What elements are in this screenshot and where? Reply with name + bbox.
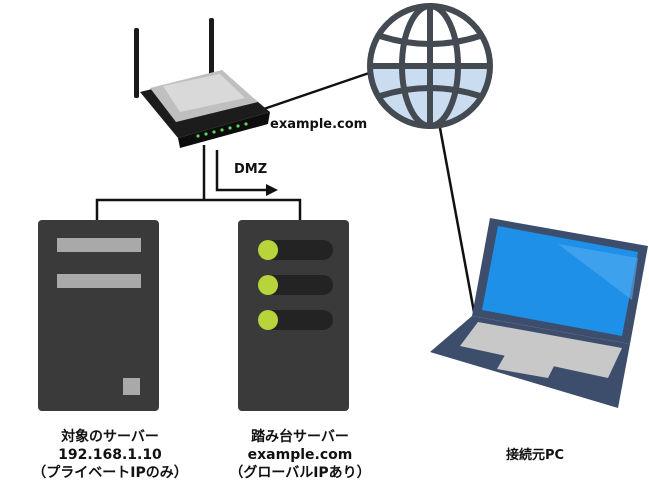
stepping-server-domain: example.com xyxy=(247,447,353,463)
connection-lines xyxy=(95,70,476,313)
wifi-router-icon xyxy=(134,18,270,148)
stepping-server-label: 踏み台サーバー example.com （グローバルIPあり） xyxy=(195,428,405,482)
target-server-note: （プライベートIPのみ） xyxy=(32,465,188,481)
target-server-ip: 192.168.1.10 xyxy=(58,447,162,463)
dmz-arrow-head xyxy=(266,184,278,196)
link-hub-servers xyxy=(95,198,302,222)
client-pc-label: 接続元PC xyxy=(505,448,565,463)
globe-icon xyxy=(367,3,493,129)
router-domain-label: example.com xyxy=(270,117,368,132)
power-button xyxy=(123,378,140,395)
drive-slot xyxy=(57,238,141,252)
stepping-server-name: 踏み台サーバー xyxy=(251,429,349,445)
stepping-server-note: （グローバルIPあり） xyxy=(229,465,371,481)
dmz-arrow xyxy=(215,150,268,192)
link-router-globe xyxy=(254,70,373,114)
target-server-label: 対象のサーバー 192.168.1.10 （プライベートIPのみ） xyxy=(10,428,210,482)
laptop-icon xyxy=(430,218,648,408)
target-server-name: 対象のサーバー xyxy=(61,429,159,445)
server-tower-icon xyxy=(38,220,159,411)
dmz-label: DMZ xyxy=(234,162,268,177)
rack-server-icon xyxy=(238,220,349,411)
drive-slot xyxy=(57,274,141,288)
link-globe-laptop xyxy=(438,127,476,313)
